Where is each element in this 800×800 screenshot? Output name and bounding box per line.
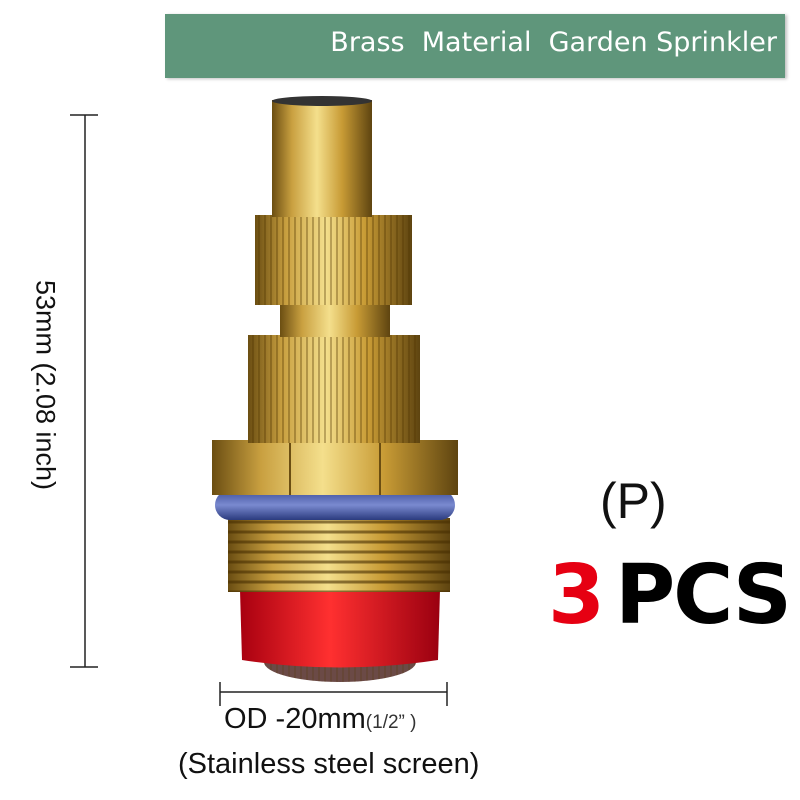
height-label: 53mm (2.08 inch) — [30, 279, 61, 491]
od-mm: OD -20mm — [224, 703, 366, 735]
quantity-unit: PCS — [615, 548, 792, 643]
width-dimension-line — [219, 682, 448, 706]
title-banner: Brass Material Garden Sprinkler — [165, 14, 785, 78]
height-dimension-line — [70, 114, 98, 668]
quantity-number: 3 — [548, 548, 605, 643]
product-title: Brass Material Garden Sprinkler — [330, 27, 777, 58]
od-inch: (1/2” ) — [365, 712, 417, 733]
variant-label: (P) — [600, 473, 667, 529]
outer-diameter-label: OD -20mm(1/2” ) — [224, 703, 416, 736]
screen-material-label: (Stainless steel screen) — [178, 748, 480, 780]
